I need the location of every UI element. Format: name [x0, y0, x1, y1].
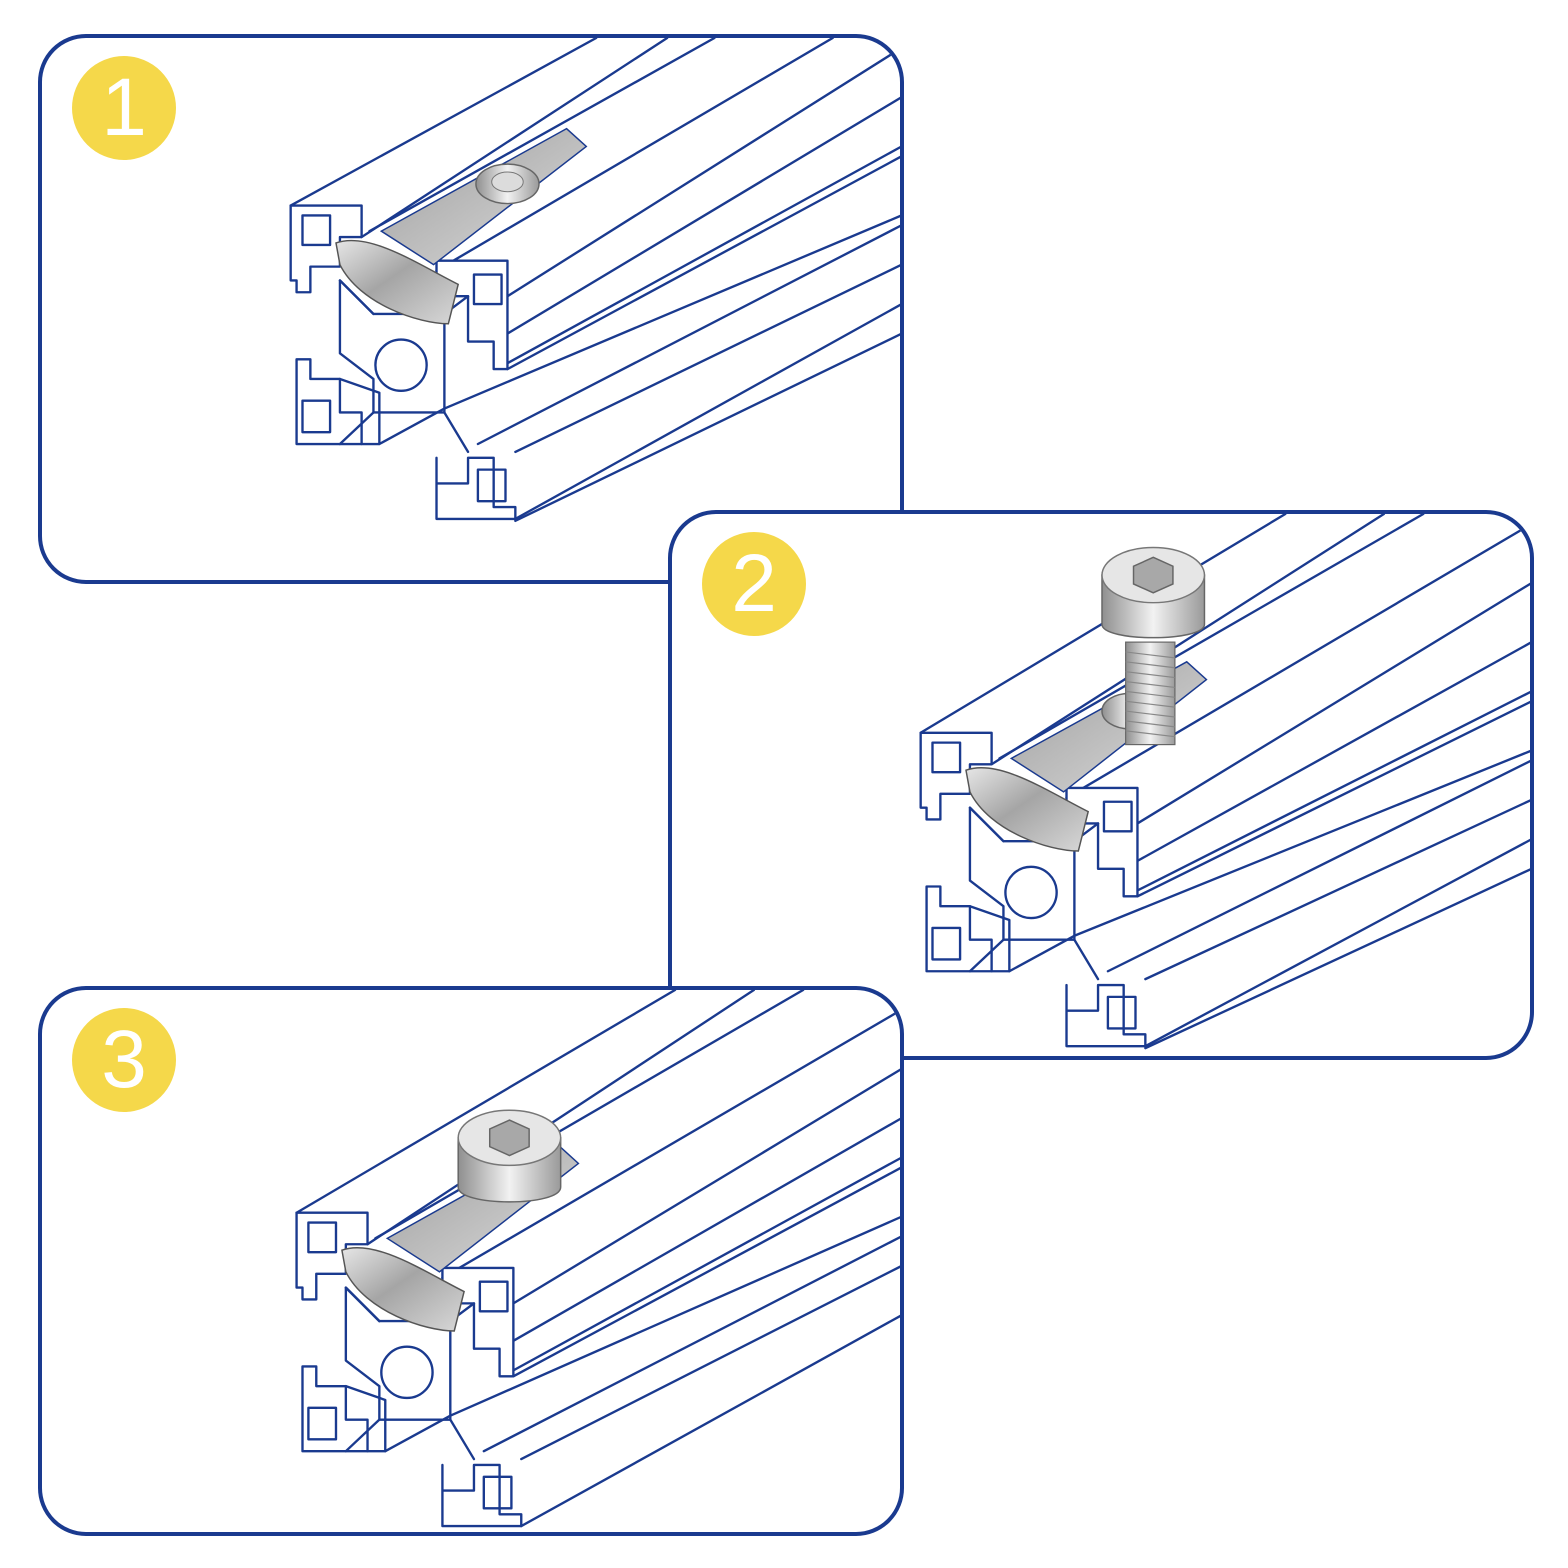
step-3-panel: 3 — [38, 986, 904, 1536]
step-badge: 1 — [72, 56, 176, 160]
hex-socket-bolt-icon — [457, 1109, 562, 1203]
step-1-panel: 1 — [38, 34, 904, 584]
step-2-panel: 2 — [668, 510, 1534, 1060]
step-badge: 3 — [72, 1008, 176, 1112]
hex-socket-bolt-icon — [1101, 546, 1206, 746]
aluminum-extrusion-icon — [919, 514, 1530, 1050]
aluminum-extrusion-icon — [289, 38, 900, 523]
aluminum-extrusion-icon — [295, 990, 900, 1528]
t-nut-icon — [335, 127, 588, 325]
step-badge: 2 — [702, 532, 806, 636]
